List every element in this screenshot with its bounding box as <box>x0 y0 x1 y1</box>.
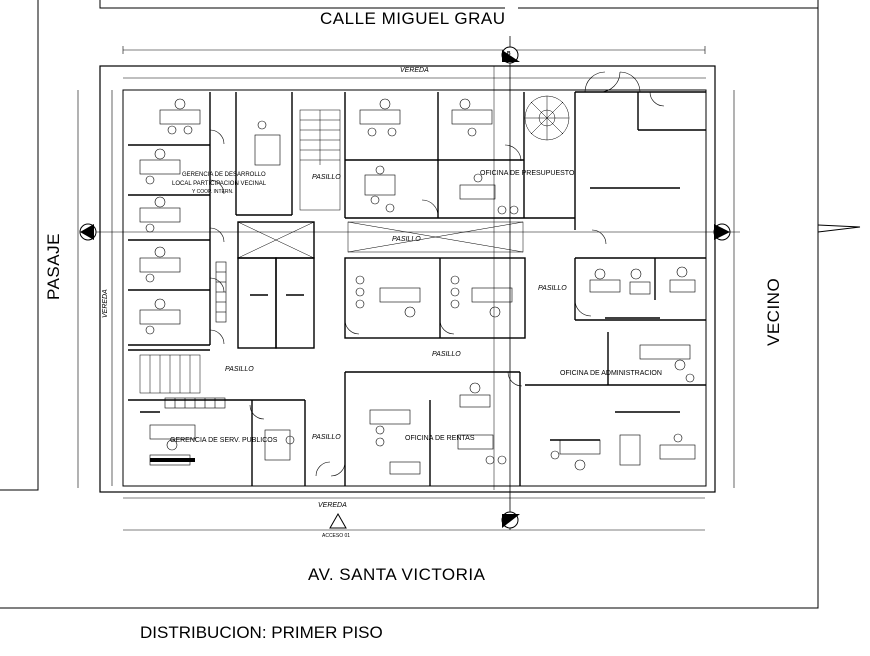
room-label-gerencia-desarrollo-1: GERENCIA DE DESARROLLO <box>182 172 266 178</box>
section-mark-b-bottom: B <box>507 516 511 522</box>
corridor-label-upper-center: PASILLO <box>392 236 421 243</box>
section-mark-a-left: A <box>86 228 90 234</box>
stairs <box>139 95 570 394</box>
section-line-b <box>493 36 520 530</box>
room-label-gerencia-servicios: GERENCIA DE SERV. PUBLICOS <box>170 437 278 444</box>
access-label: ACCESO 01 <box>322 533 351 539</box>
dimension-lines <box>77 46 735 531</box>
access-triangle <box>329 512 347 529</box>
room-label-oficina-rentas: OFICINA DE RENTAS <box>405 435 475 442</box>
doors <box>209 71 665 477</box>
corridor-label-center: PASILLO <box>432 351 461 358</box>
site-boundary <box>0 0 861 609</box>
room-label-gerencia-desarrollo-2: LOCAL PARTICIPACION VECINAL <box>172 181 267 187</box>
street-label-west: PASAJE <box>44 233 63 300</box>
corridor-label-lower-center: PASILLO <box>312 434 341 441</box>
interior-walls <box>128 91 706 486</box>
plan-caption: DISTRIBUCION: PRIMER PISO <box>140 623 383 642</box>
corridor-label-right-center: PASILLO <box>538 285 567 292</box>
room-label-gerencia-desarrollo-3: Y COOP. INTERN. <box>192 189 234 195</box>
building-walls <box>99 65 716 493</box>
shafts <box>237 221 524 259</box>
room-label-oficina-administracion: OFICINA DE ADMINISTRACION <box>560 370 662 377</box>
sidewalk-label-south: VEREDA <box>318 502 347 509</box>
corridor-label-left-lower: PASILLO <box>225 366 254 373</box>
section-line-a <box>79 223 740 241</box>
room-label-oficina-presupuesto: OFICINA DE PRESUPUESTO <box>480 170 575 177</box>
sidewalk-label-west: VEREDA <box>102 289 109 318</box>
corridor-label-upper-left: PASILLO <box>312 174 341 181</box>
sidewalk-label-north: VEREDA <box>400 67 429 74</box>
street-label-south: AV. SANTA VICTORIA <box>308 565 486 584</box>
street-label-north: CALLE MIGUEL GRAU <box>320 9 506 28</box>
section-mark-b-top: B <box>507 51 511 57</box>
section-mark-a-right: A <box>720 228 724 234</box>
furniture <box>139 98 696 475</box>
street-label-east: VECINO <box>764 277 783 346</box>
plan-annotations <box>140 187 680 462</box>
